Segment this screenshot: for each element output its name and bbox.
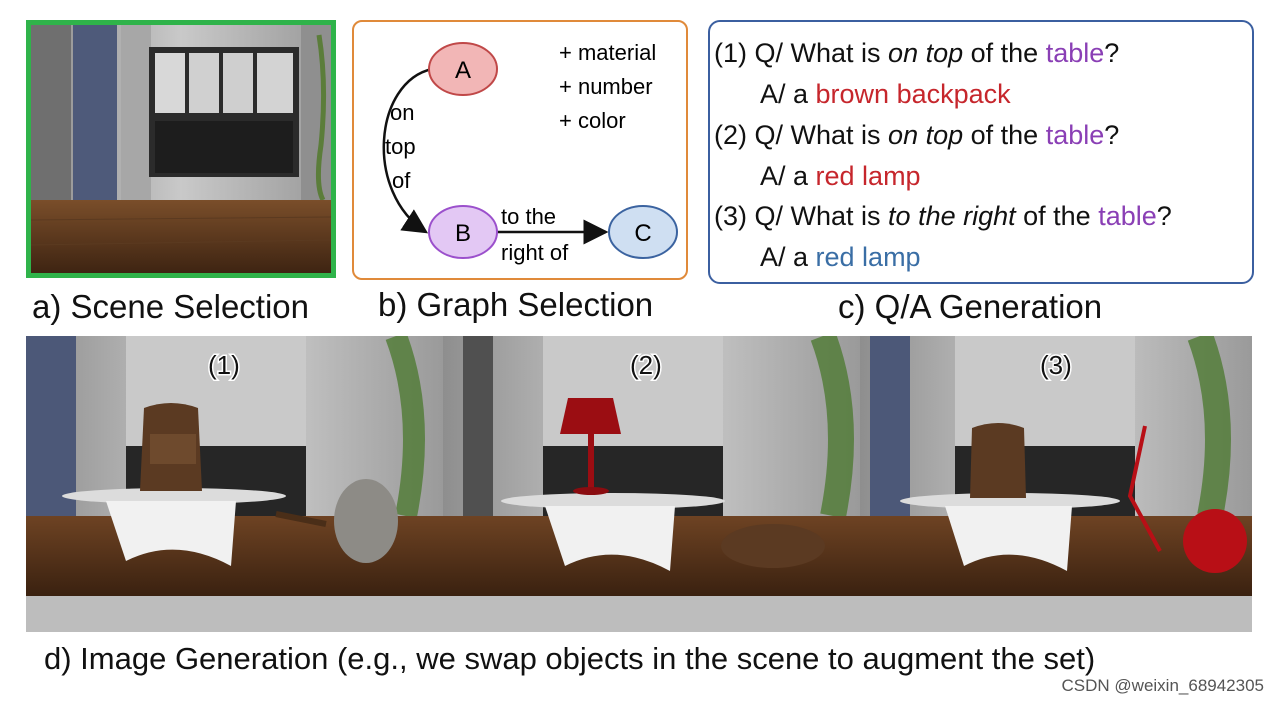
scene-graph: A B C on top of to the right of + materi… — [382, 40, 678, 265]
edge-ab-label-2: top — [385, 134, 416, 159]
node-c: C — [608, 205, 678, 259]
question-3: (3) Q/ What is to the right of the table… — [714, 201, 1172, 231]
answer-2: A/ a red lamp — [760, 161, 921, 191]
svg-text:A: A — [455, 57, 471, 84]
watermark: CSDN @weixin_68942305 — [1061, 676, 1264, 695]
warehouse-scene-picture — [31, 25, 331, 273]
generated-image-3 — [860, 336, 1252, 632]
answer-3: A/ a red lamp — [760, 242, 921, 272]
generated-image-1 — [26, 336, 443, 632]
caption-qa-generation: c) Q/A Generation — [838, 288, 1103, 325]
edge-ab-label-1: on — [390, 100, 414, 125]
generated-images: (1) (2) — [26, 336, 1252, 632]
edge-ab-label-3: of — [392, 168, 411, 193]
answer-1: A/ a brown backpack — [760, 79, 1011, 109]
qa-generation-panel: (1) Q/ What is on top of the table? A/ a… — [708, 20, 1254, 284]
graph-selection-panel: A B C on top of to the right of + materi… — [352, 20, 688, 280]
node-b: B — [428, 205, 498, 259]
image-label-2: (2) — [630, 350, 662, 380]
generated-image-2 — [443, 336, 860, 632]
caption-scene-selection: a) Scene Selection — [32, 288, 310, 325]
image-label-3: (3) — [1040, 350, 1072, 380]
question-2: (2) Q/ What is on top of the table? — [714, 120, 1120, 150]
question-1: (1) Q/ What is on top of the table? — [714, 38, 1120, 68]
svg-text:C: C — [634, 220, 651, 247]
generated-images-strip: (1) (2) — [26, 336, 1252, 632]
caption-image-generation: d) Image Generation (e.g., we swap objec… — [44, 641, 1096, 676]
edge-a-to-b — [382, 67, 433, 234]
edge-bc-label-1: to the — [501, 204, 556, 229]
attr-color: + color — [559, 108, 626, 133]
svg-text:B: B — [455, 220, 471, 247]
image-label-1: (1) — [208, 350, 240, 380]
edge-bc-label-2: right of — [501, 240, 569, 265]
attr-number: + number — [559, 74, 653, 99]
attr-material: + material — [559, 40, 656, 65]
caption-graph-selection: b) Graph Selection — [378, 286, 654, 323]
scene-selection-image — [26, 20, 336, 278]
node-a: A — [428, 42, 498, 96]
